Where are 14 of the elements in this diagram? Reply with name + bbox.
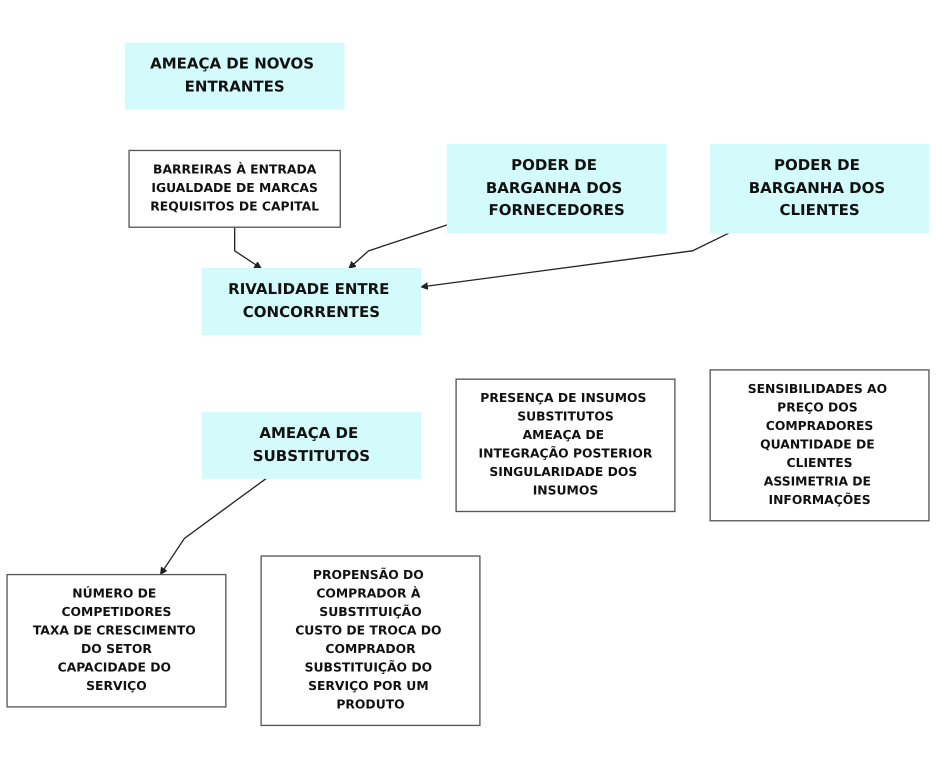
bullet-list-box: SENSIBILIDADES AO PREÇO DOS COMPRADORES QUANTIDADE DE CLIENTES ASSIMETRIA DE INFORMAÇÕES (710, 370, 930, 522)
arrow (348, 224, 448, 270)
heading-box: PODER DE BARGANHA DOS CLIENTES (710, 144, 930, 234)
arrow (160, 478, 267, 576)
bullet-list-box: PROPENSÃO DO COMPRADOR À SUBSTITUIÇÃO CUSTO DE TROCA DO COMPRADOR SUBSTITUIÇÃO DO SERVIÇO POR UM PRODUTO (260, 556, 481, 726)
heading-box: RIVALIDADE ENTRE CONCORRENTES (202, 268, 422, 336)
bullet-list-box: NÚMERO DE COMPETIDORES TAXA DE CRESCIMENTO DO SETOR CAPACIDADE DO SERVIÇO (6, 574, 226, 708)
heading-box: AMEAÇA DE SUBSTITUTOS (202, 412, 422, 480)
heading-box: PODER DE BARGANHA DOS FORNECEDORES (446, 144, 666, 234)
heading-box: AMEAÇA DE NOVOS ENTRANTES (124, 42, 344, 110)
arrow (420, 232, 729, 290)
arrow (234, 227, 262, 270)
bullet-list-box: BARREIRAS À ENTRADA IGUALDADE DE MARCAS REQUISITOS DE CAPITAL (128, 150, 341, 228)
bullet-list-box: PRESENÇA DE INSUMOS SUBSTITUTOS AMEAÇA DE INTEGRAÇÃO POSTERIOR SINGULARIDADE DOS INSUMOS (455, 378, 676, 512)
